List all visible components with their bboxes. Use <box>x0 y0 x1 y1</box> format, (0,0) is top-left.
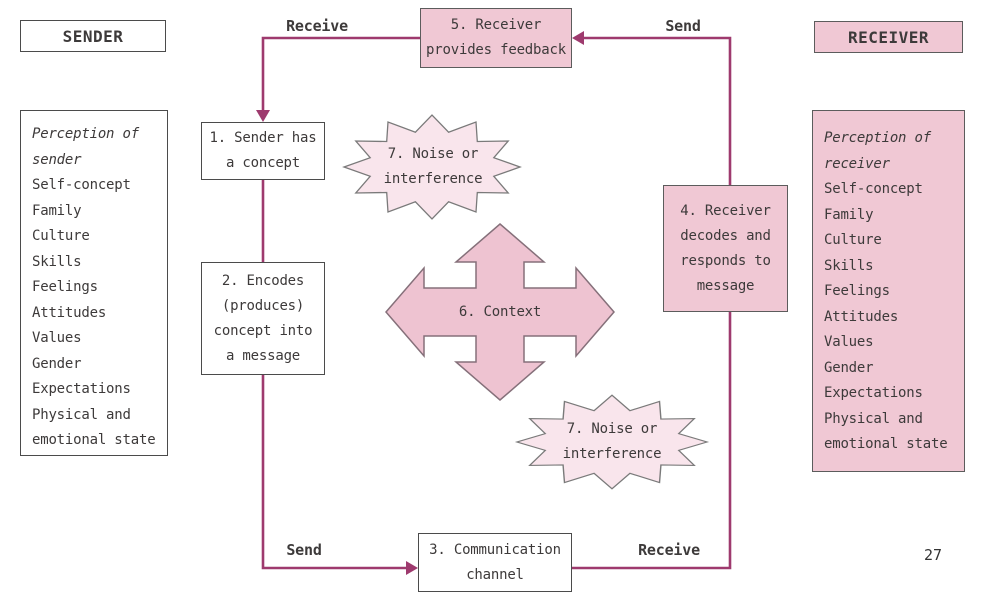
perception-item: Values <box>824 334 874 350</box>
perception-item: Feelings <box>32 279 98 295</box>
perception-item: Family <box>32 202 82 219</box>
receiver-perception-box: Perception of receiver Self-concept Fami… <box>812 110 965 472</box>
noise-label-top: 7. Noise or interference <box>383 146 483 187</box>
perception-item: Feelings <box>824 283 890 299</box>
sender-perception-heading: Perception of sender <box>32 126 139 168</box>
perception-item: Gender <box>824 359 874 376</box>
receive-label-bottom: Receive <box>638 541 700 559</box>
perception-item: Physical and emotional state <box>824 410 948 453</box>
perception-item: Expectations <box>824 385 923 401</box>
context-label: 6. Context <box>458 303 542 320</box>
receiver-title-box: RECEIVER <box>814 21 963 53</box>
step2-encodes-box: 2. Encodes (produces) concept into a mes… <box>201 262 325 375</box>
perception-item: Gender <box>32 355 82 372</box>
page-number: 27 <box>923 546 943 564</box>
noise-starburst-bottom <box>514 394 710 490</box>
send-label-top: Send <box>665 17 701 35</box>
perception-item: Skills <box>824 257 874 274</box>
arrowhead-down-into-step1 <box>256 110 270 122</box>
sender-title-box: SENDER <box>20 20 166 52</box>
perception-item: Self-concept <box>824 181 923 197</box>
noise-label-bottom: 7. Noise or interference <box>562 421 662 462</box>
connector-feedback-to-sender <box>261 36 420 112</box>
step3-communication-channel-box: 3. Communication channel <box>418 533 572 592</box>
receive-label-top: Receive <box>286 17 348 35</box>
receiver-perception-heading: Perception of receiver <box>824 130 931 172</box>
context-cross-arrow <box>385 223 615 401</box>
perception-item: Physical and emotional state <box>32 406 156 449</box>
connector-step2-to-channel <box>261 375 408 570</box>
send-label-bottom: Send <box>286 541 322 559</box>
perception-item: Culture <box>824 232 882 248</box>
sender-perception-box: Perception of sender Self-concept Family… <box>20 110 168 456</box>
step1-sender-concept-box: 1. Sender has a concept <box>201 122 325 180</box>
perception-item: Culture <box>32 228 90 244</box>
noise-starburst-top <box>342 114 522 220</box>
perception-item: Self-concept <box>32 177 131 193</box>
perception-item: Family <box>824 206 874 223</box>
perception-item: Skills <box>32 253 82 270</box>
step4-receiver-decodes-box: 4. Receiver decodes and responds to mess… <box>663 185 788 312</box>
arrowhead-right-into-step3 <box>406 561 418 575</box>
step5-receiver-feedback-box: 5. Receiver provides feedback <box>420 8 572 68</box>
perception-item: Expectations <box>32 381 131 397</box>
perception-item: Attitudes <box>32 304 107 321</box>
perception-item: Values <box>32 330 82 346</box>
perception-item: Attitudes <box>824 308 899 325</box>
arrowhead-left-into-step5 <box>572 31 584 45</box>
